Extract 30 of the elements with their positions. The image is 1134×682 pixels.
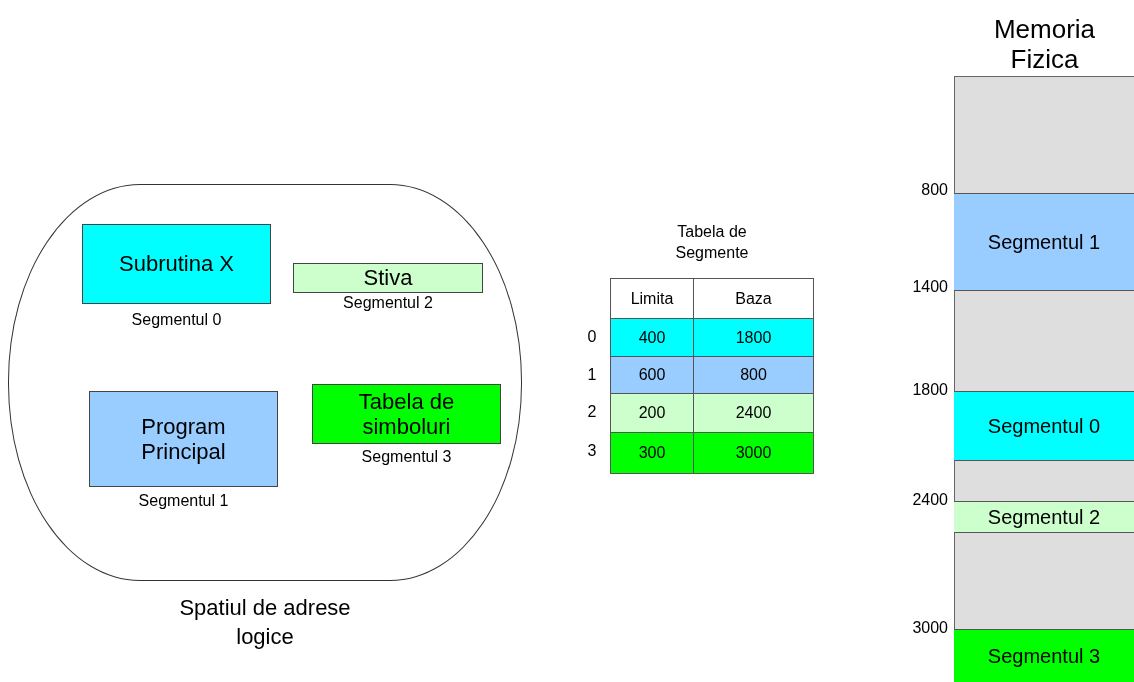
address-label: 800	[920, 181, 948, 199]
address-label: 3000	[911, 619, 948, 637]
memory-segment: Segmentul 1	[954, 193, 1134, 291]
table-cell: 200	[610, 393, 694, 433]
segment-label: Segmentul 0	[130, 311, 223, 330]
row-index: 3	[586, 442, 598, 460]
table-cell: 300	[610, 432, 694, 474]
row-index: 2	[586, 403, 598, 421]
table-header: Limita	[610, 278, 694, 319]
row-index: 1	[586, 366, 598, 384]
address-label: 1400	[911, 278, 948, 296]
address-space-caption: Spatiul de adrese logice	[178, 594, 352, 651]
table-title: Tabela de Segmente	[674, 222, 750, 263]
segment-label: Segmentul 3	[360, 448, 453, 467]
memory-segment: Segmentul 3	[954, 629, 1134, 682]
table-cell: 2400	[693, 393, 814, 433]
table-cell: 800	[693, 356, 814, 394]
table-cell: 600	[610, 356, 694, 394]
address-label: 2400	[911, 491, 948, 509]
table-cell: 1800	[693, 318, 814, 357]
row-index: 0	[586, 328, 598, 346]
table-header: Baza	[693, 278, 814, 319]
table-cell: 3000	[693, 432, 814, 474]
memory-segment: Segmentul 2	[954, 501, 1134, 533]
memory-segment: Segmentul 0	[954, 391, 1134, 461]
segment-label: Segmentul 1	[137, 492, 230, 511]
memory-title: Memoria Fizica	[992, 15, 1097, 75]
segment-label: Segmentul 2	[342, 294, 434, 313]
address-label: 1800	[911, 381, 948, 399]
table-cell: 400	[610, 318, 694, 357]
